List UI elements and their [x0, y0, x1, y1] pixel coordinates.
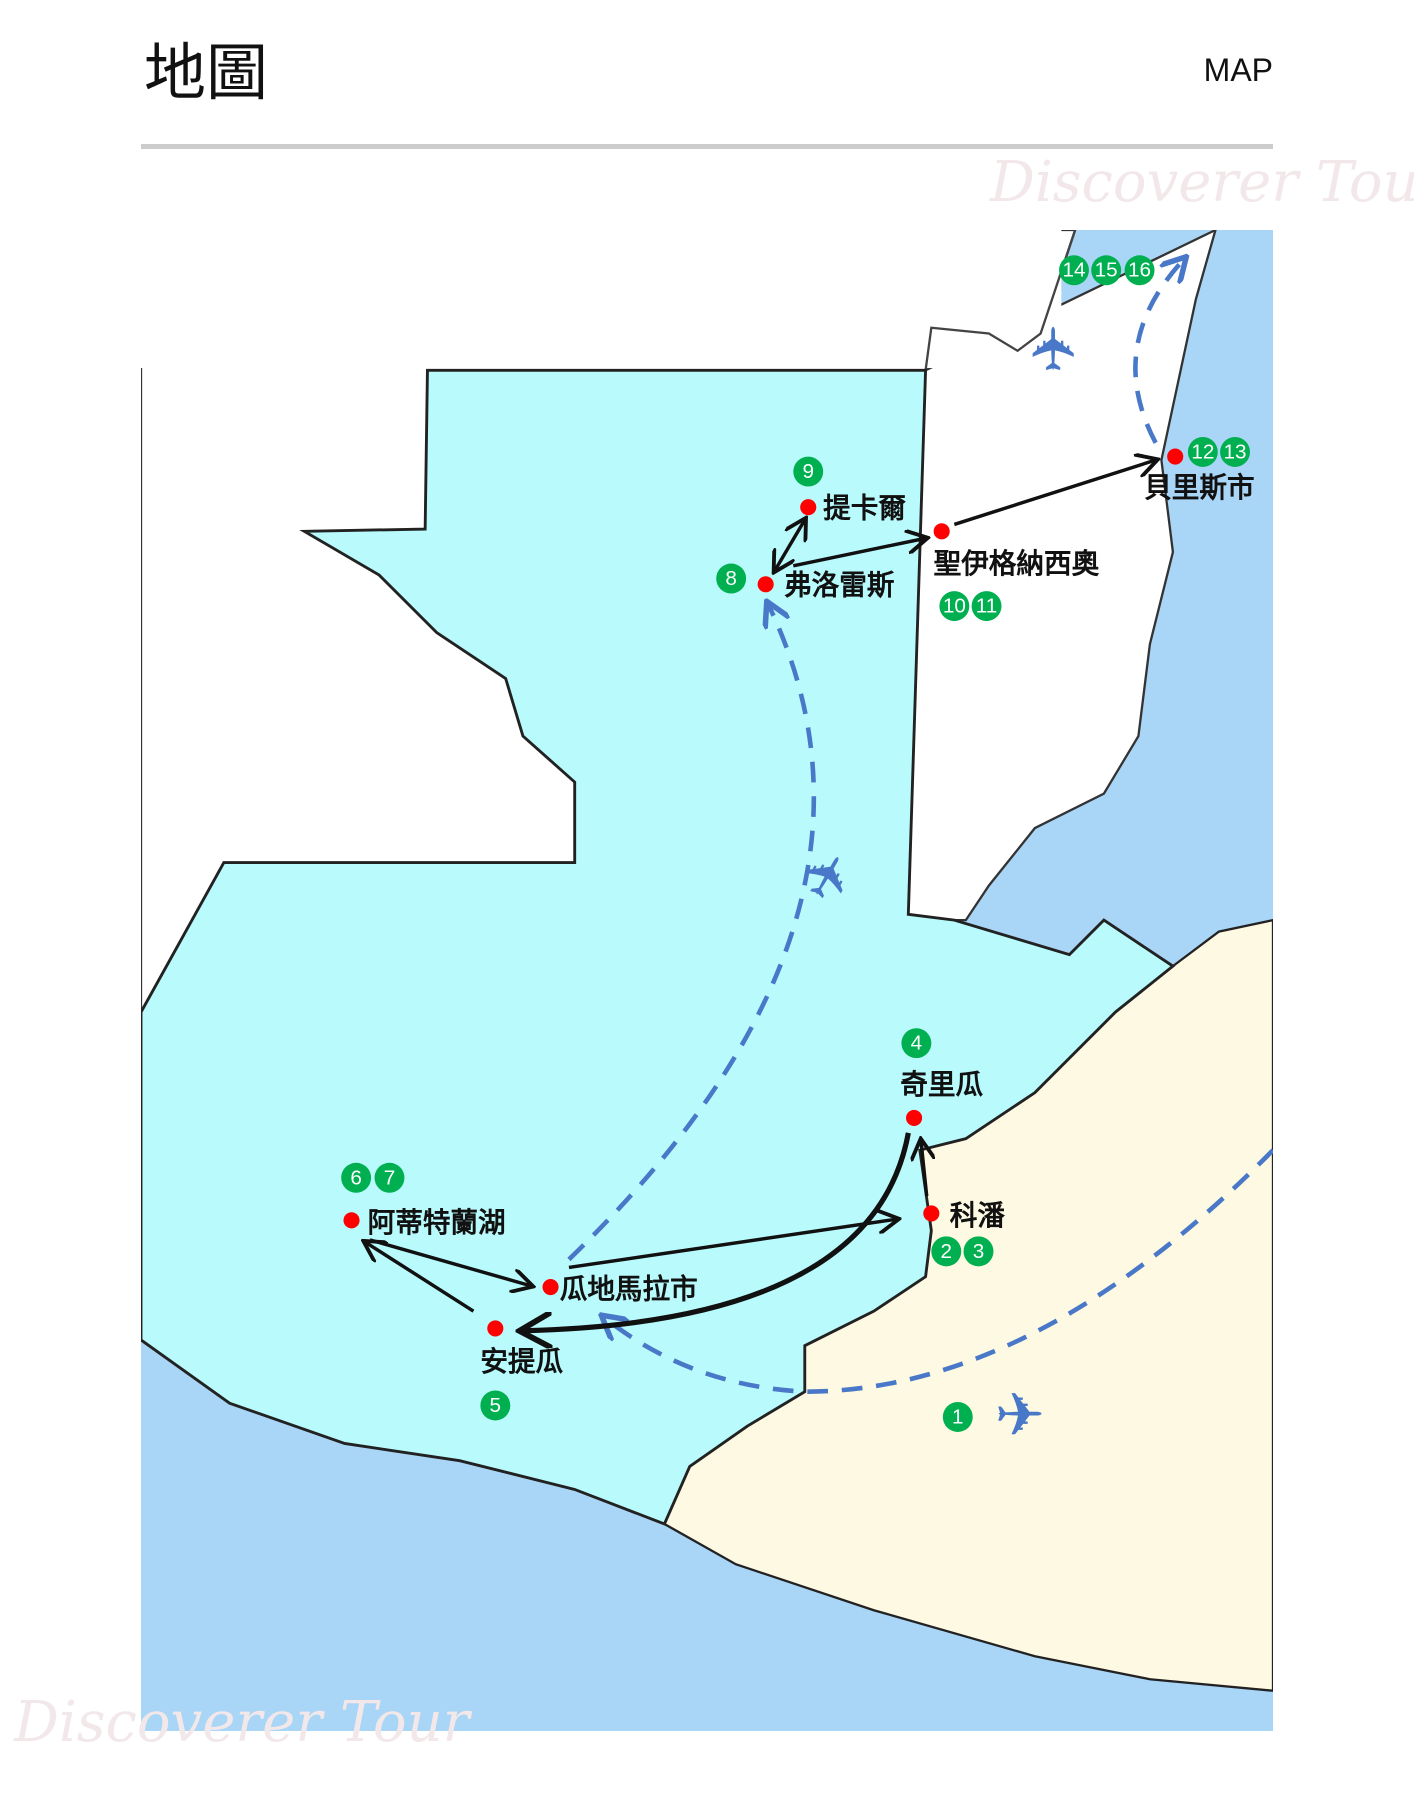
page-title: 地圖: [144, 36, 269, 109]
city-label: 科潘: [950, 1199, 1006, 1232]
watermark: Discoverer Tour: [14, 1690, 470, 1755]
departure-badges: 14 15 16: [1059, 255, 1155, 286]
step-badge: 12: [1191, 440, 1214, 463]
city-dot: [906, 1109, 923, 1126]
airplane-icon: ✈: [1020, 324, 1090, 374]
step-badge: 2: [941, 1240, 953, 1263]
watermark: Discoverer Tour: [990, 150, 1414, 215]
route-san-ignacio-belize: [953, 460, 1155, 527]
city-guatemala-city[interactable]: 瓜地馬拉市: [542, 1273, 698, 1306]
mexico-belize-border: [924, 230, 1077, 371]
step-badge: 11: [976, 595, 997, 618]
city-dot: [487, 1320, 504, 1337]
route-atitlan-guatemala: [369, 1238, 531, 1286]
route-flores-tikal: [775, 520, 805, 571]
city-dot: [343, 1212, 360, 1229]
step-badge: 9: [802, 460, 814, 483]
city-label: 弗洛雷斯: [784, 569, 895, 602]
route-flores-san-ignacio: [792, 538, 925, 568]
city-label: 阿蒂特蘭湖: [368, 1206, 506, 1239]
step-badge: 16: [1128, 259, 1151, 282]
city-dot: [542, 1278, 559, 1296]
step-badge: 1: [952, 1405, 964, 1428]
city-san-ignacio[interactable]: 聖伊格納西奧 10 11: [933, 523, 1100, 622]
arrival-badge: 1: [942, 1402, 973, 1432]
route-copan-quirigua: [921, 1141, 927, 1197]
city-belize-city[interactable]: 貝里斯市 12 13: [1144, 437, 1255, 504]
divider: [141, 144, 1273, 149]
airplane-icon: ✈: [995, 1380, 1045, 1450]
city-quirigua[interactable]: 奇里瓜 4: [900, 1028, 983, 1126]
step-badge: 6: [350, 1166, 362, 1189]
step-badge: 4: [911, 1032, 923, 1055]
city-dot: [933, 523, 950, 540]
city-label: 奇里瓜: [900, 1068, 983, 1101]
city-dot: [1167, 448, 1184, 465]
city-flores[interactable]: 弗洛雷斯 8: [716, 563, 895, 602]
city-label: 聖伊格納西奧: [934, 547, 1100, 580]
city-antigua[interactable]: 安提瓜 5: [480, 1320, 564, 1421]
flight-route-arrival: [603, 1148, 1273, 1394]
city-dot: [757, 576, 774, 593]
city-label: 貝里斯市: [1144, 471, 1254, 504]
city-label: 提卡爾: [823, 492, 906, 525]
flight-route-north: [567, 604, 817, 1262]
step-badge: 8: [725, 567, 737, 590]
step-badge: 7: [384, 1166, 396, 1189]
step-badge: 14: [1062, 259, 1085, 282]
city-dot: [800, 499, 817, 516]
step-badge: 5: [490, 1394, 502, 1417]
flight-route-departure: [1133, 259, 1184, 444]
route-guatemala-copan: [568, 1219, 897, 1270]
step-badge: 3: [973, 1240, 985, 1263]
city-lake-atitlan[interactable]: 阿蒂特蘭湖 6 7: [341, 1162, 506, 1239]
step-badge: 10: [943, 595, 966, 618]
city-tikal[interactable]: 提卡爾 9: [793, 456, 906, 525]
guatemala-land: [141, 368, 1176, 1526]
route-map: ✈ ✈ ✈ 提卡爾 9 弗洛雷斯 8 聖伊格納西奧 10 11 貝里斯市 12 …: [141, 230, 1273, 1731]
city-copan[interactable]: 科潘 2 3: [923, 1199, 1006, 1267]
step-badge: 15: [1095, 259, 1118, 282]
city-label: 瓜地馬拉市: [560, 1273, 698, 1306]
step-badge: 13: [1224, 440, 1247, 463]
city-label: 安提瓜: [480, 1345, 563, 1378]
city-dot: [923, 1205, 940, 1222]
route-quirigua-antigua: [523, 1132, 911, 1331]
route-antigua-atitlan: [365, 1242, 475, 1313]
page-subtitle: MAP: [1203, 52, 1273, 88]
